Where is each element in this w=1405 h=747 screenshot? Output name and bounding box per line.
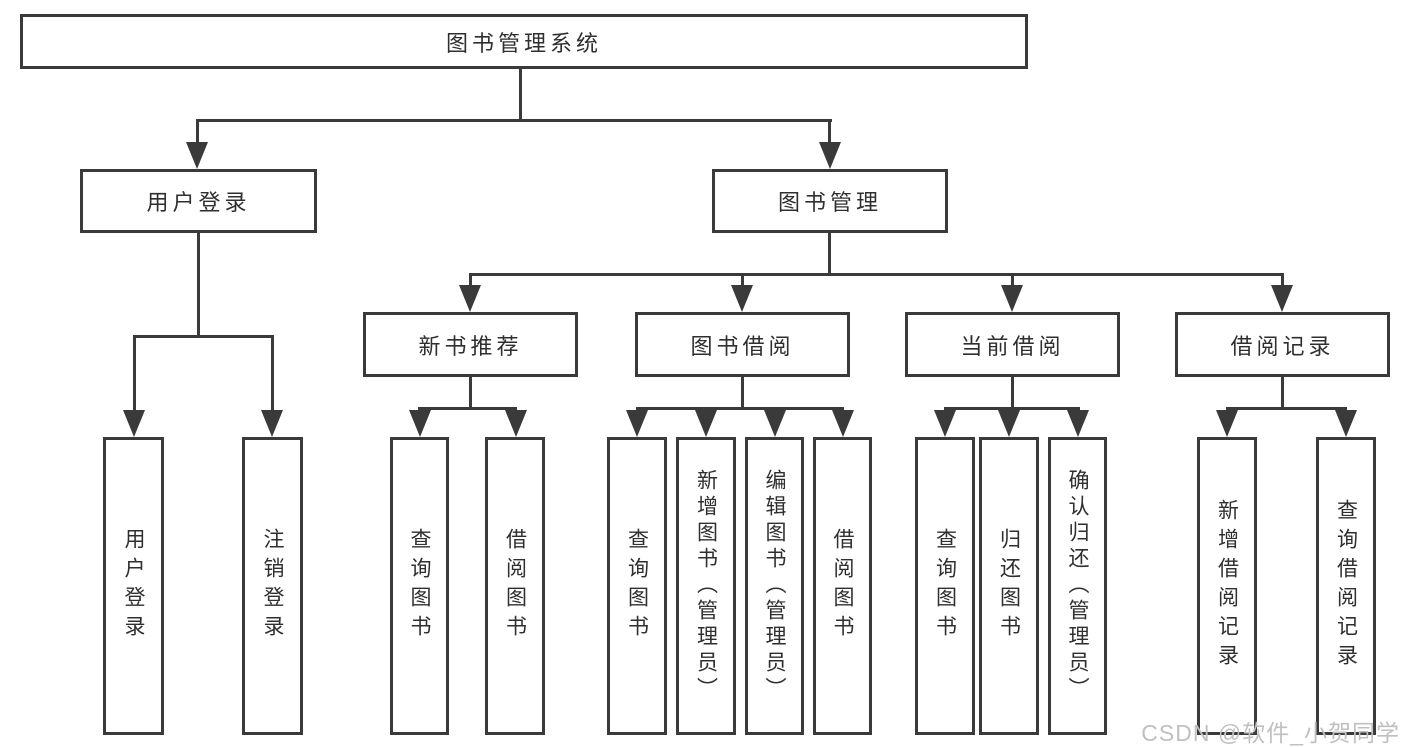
leaf-current-query-book-label: 查询图书 bbox=[933, 528, 957, 644]
connector-user-login-bar bbox=[133, 335, 274, 338]
leaf-recommend-borrow-book-label: 借阅图书 bbox=[503, 528, 527, 644]
node-user-login: 用户登录 bbox=[80, 169, 317, 233]
arrowhead-book-borrow bbox=[731, 285, 753, 312]
arrowhead-recommend-query-book bbox=[409, 410, 431, 437]
leaf-borrow-add-book-label: 新增图书（管理员） bbox=[694, 469, 718, 703]
node-borrow-records-label: 借阅记录 bbox=[1230, 333, 1335, 359]
arrowhead-book-management bbox=[819, 142, 841, 169]
leaf-current-return-book-label: 归还图书 bbox=[997, 528, 1021, 644]
node-new-book-recommend: 新书推荐 bbox=[363, 312, 578, 377]
arrowhead-borrow-edit-book bbox=[764, 410, 786, 437]
arrowhead-records-query-record bbox=[1335, 410, 1357, 437]
connector-arrow-recommend-line bbox=[469, 273, 472, 289]
leaf-recommend-borrow-book: 借阅图书 bbox=[485, 437, 545, 735]
node-book-management-label: 图书管理 bbox=[777, 190, 882, 215]
connector-level2-bar bbox=[196, 119, 832, 122]
connector-arrow-book-management-line bbox=[828, 119, 831, 147]
arrowhead-new-book-recommend bbox=[459, 285, 481, 312]
node-book-borrow-label: 图书借阅 bbox=[690, 333, 795, 359]
leaf-borrow-edit-book-label: 编辑图书（管理员） bbox=[763, 469, 786, 703]
leaf-borrow-borrow-book-label: 借阅图书 bbox=[831, 528, 854, 644]
arrowhead-recommend-borrow-book bbox=[505, 410, 527, 437]
connector-book-management-stem bbox=[828, 233, 831, 276]
node-root-label: 图书管理系统 bbox=[445, 30, 602, 56]
leaf-records-query-record-label: 查询借阅记录 bbox=[1334, 499, 1358, 673]
leaf-recommend-query-book-label: 查询图书 bbox=[408, 528, 431, 644]
leaf-borrow-query-book: 查询图书 bbox=[607, 437, 667, 735]
connector-records-bar bbox=[1226, 407, 1347, 410]
connector-arrow-borrow-line bbox=[741, 273, 744, 289]
arrowhead-borrow-query-book bbox=[626, 410, 648, 437]
leaf-user-login-label: 用户登录 bbox=[122, 528, 145, 644]
node-root: 图书管理系统 bbox=[20, 14, 1028, 69]
node-book-borrow: 图书借阅 bbox=[635, 312, 850, 377]
connector-recommend-bar bbox=[418, 407, 517, 410]
connector-current-bar bbox=[944, 407, 1080, 410]
arrowhead-borrow-records bbox=[1271, 285, 1293, 312]
arrowhead-current-query-book bbox=[934, 410, 956, 437]
leaf-records-query-record: 查询借阅记录 bbox=[1316, 437, 1376, 735]
node-new-book-recommend-label: 新书推荐 bbox=[418, 333, 523, 359]
leaf-borrow-edit-book: 编辑图书（管理员） bbox=[745, 437, 804, 735]
leaf-current-query-book: 查询图书 bbox=[915, 437, 975, 735]
leaf-records-add-record-label: 新增借阅记录 bbox=[1215, 499, 1239, 673]
arrowhead-leaf-logout bbox=[261, 410, 283, 437]
leaf-user-login: 用户登录 bbox=[103, 437, 164, 735]
connector-borrow-bar bbox=[636, 407, 844, 410]
arrowhead-leaf-login bbox=[123, 410, 145, 437]
arrowhead-current-return-book bbox=[998, 410, 1020, 437]
csdn-watermark: CSDN @软件_小贺同学 bbox=[1141, 720, 1400, 746]
node-borrow-records: 借阅记录 bbox=[1175, 312, 1390, 377]
connector-arrow-current-line bbox=[1011, 273, 1014, 289]
connector-user-login-stem bbox=[197, 233, 200, 338]
connector-recommend-stem bbox=[469, 377, 472, 410]
connector-arrow-leaf-login-line bbox=[133, 335, 136, 413]
leaf-current-return-book: 归还图书 bbox=[979, 437, 1039, 735]
arrowhead-records-add-record bbox=[1216, 410, 1238, 437]
node-current-borrow-label: 当前借阅 bbox=[960, 333, 1065, 359]
arrowhead-borrow-borrow-book bbox=[832, 410, 854, 437]
node-user-login-label: 用户登录 bbox=[146, 190, 251, 215]
arrowhead-user-login bbox=[186, 142, 208, 169]
leaf-borrow-borrow-book: 借阅图书 bbox=[813, 437, 872, 735]
leaf-current-confirm-return: 确认归还（管理员） bbox=[1048, 437, 1107, 735]
arrowhead-borrow-add-book bbox=[695, 410, 717, 437]
connector-arrow-records-line bbox=[1281, 273, 1284, 289]
connector-arrow-leaf-logout-line bbox=[271, 335, 274, 413]
arrowhead-current-confirm-return bbox=[1067, 410, 1089, 437]
leaf-recommend-query-book: 查询图书 bbox=[390, 437, 449, 735]
connector-borrow-stem bbox=[741, 377, 744, 410]
node-current-borrow: 当前借阅 bbox=[905, 312, 1120, 377]
connector-root-stem bbox=[519, 69, 522, 121]
leaf-borrow-query-book-label: 查询图书 bbox=[625, 528, 649, 644]
arrowhead-current-borrow bbox=[1001, 285, 1023, 312]
connector-level3-bar bbox=[469, 273, 1283, 276]
node-book-management: 图书管理 bbox=[712, 169, 948, 233]
leaf-records-add-record: 新增借阅记录 bbox=[1197, 437, 1257, 735]
leaf-current-confirm-return-label: 确认归还（管理员） bbox=[1066, 469, 1089, 703]
leaf-borrow-add-book: 新增图书（管理员） bbox=[676, 437, 736, 735]
leaf-logout: 注销登录 bbox=[242, 437, 303, 735]
connector-current-stem bbox=[1011, 377, 1014, 410]
leaf-logout-label: 注销登录 bbox=[261, 528, 284, 644]
connector-records-stem bbox=[1281, 377, 1284, 410]
connector-arrow-user-login-line bbox=[196, 119, 199, 147]
